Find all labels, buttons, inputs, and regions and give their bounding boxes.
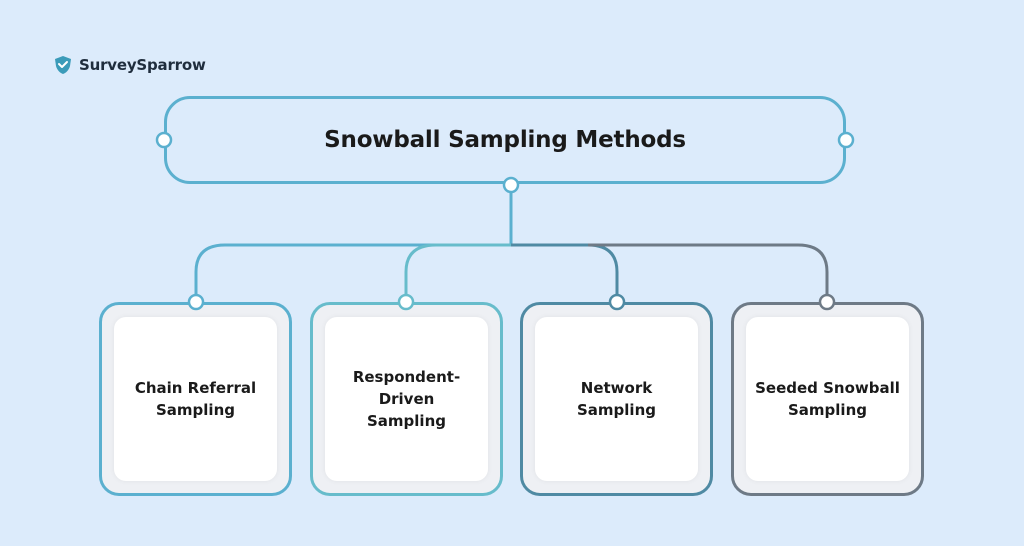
title-box: Snowball Sampling Methods bbox=[164, 96, 846, 184]
branch-connector-1 bbox=[194, 243, 511, 302]
branch-connector-4 bbox=[588, 243, 829, 302]
method-node-seeded-snowball: Seeded Snowball Sampling bbox=[731, 302, 924, 496]
method-node-respondent-driven: Respondent-Driven Sampling bbox=[310, 302, 503, 496]
method-label: Network Sampling bbox=[577, 379, 656, 419]
brand-logo: SurveySparrow bbox=[53, 55, 206, 75]
method-label: Respondent-Driven Sampling bbox=[352, 368, 461, 430]
sparrow-shield-icon bbox=[55, 56, 71, 74]
brand-name: SurveySparrow bbox=[79, 56, 206, 74]
method-card: Network Sampling bbox=[535, 317, 698, 481]
method-node-network: Network Sampling bbox=[520, 302, 713, 496]
method-node-chain-referral: Chain Referral Sampling bbox=[99, 302, 292, 496]
branch-connector-2 bbox=[404, 243, 511, 302]
diagram-title: Snowball Sampling Methods bbox=[324, 127, 686, 153]
method-label: Chain Referral Sampling bbox=[134, 379, 257, 419]
method-card: Chain Referral Sampling bbox=[114, 317, 277, 481]
method-card: Seeded Snowball Sampling bbox=[746, 317, 909, 481]
method-label: Seeded Snowball Sampling bbox=[755, 379, 900, 419]
branch-connector-3 bbox=[511, 243, 619, 302]
method-card: Respondent-Driven Sampling bbox=[325, 317, 488, 481]
